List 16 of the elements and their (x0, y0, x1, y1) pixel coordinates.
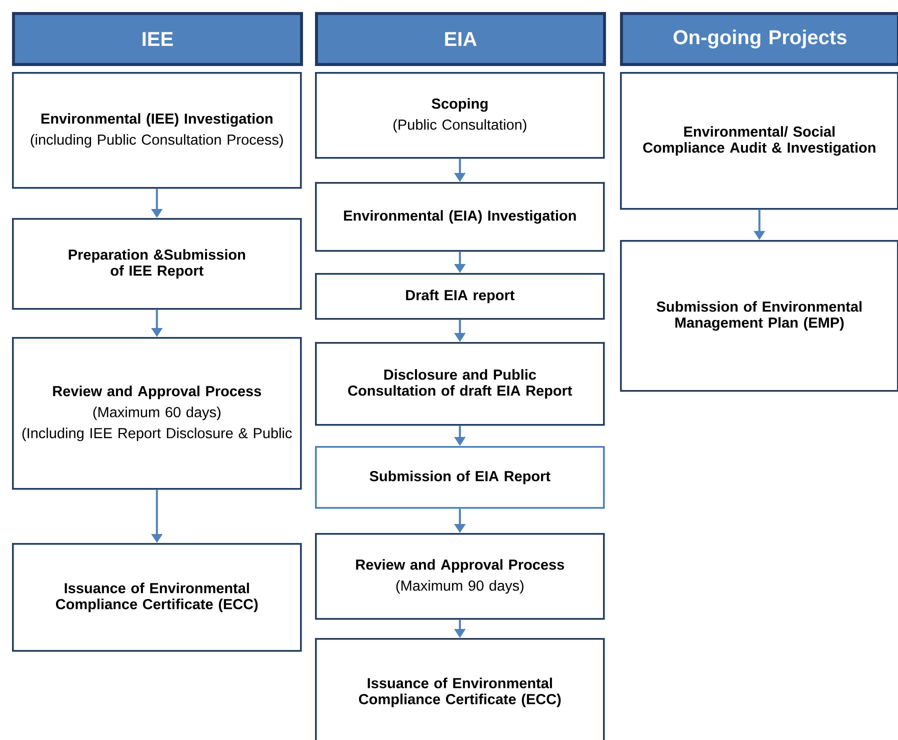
process-box: Review and Approval Process (Maximum 60 days) (Including IEE Report Disclosure & Public (12, 337, 302, 490)
process-box: Environmental (EIA) Investigation (315, 182, 605, 252)
process-box: Submission of Environmental Management Plan (EMP) (620, 240, 898, 392)
column-header: IEE (12, 12, 303, 66)
process-box: Submission of EIA Report (315, 446, 605, 509)
process-box: Environmental (IEE) Investigation (including Public Consultation Process) (12, 72, 302, 189)
process-box: Disclosure and Public Consultation of draft EIA Report (315, 342, 605, 426)
process-box: Scoping (Public Consultation) (315, 72, 605, 159)
process-box: Draft EIA report (315, 273, 605, 320)
process-box: Issuance of Environmental Compliance Certificate (ECC) (315, 638, 605, 740)
column-header: On-going Projects (620, 12, 898, 66)
column-header: EIA (315, 12, 606, 66)
process-box: Issuance of Environmental Compliance Certificate (ECC) (12, 543, 302, 652)
process-box: Review and Approval Process (Maximum 90 days) (315, 533, 605, 620)
process-box: Environmental/ Social Compliance Audit & Investigation (620, 72, 898, 210)
process-box: Preparation &Submission of IEE Report (12, 218, 302, 310)
